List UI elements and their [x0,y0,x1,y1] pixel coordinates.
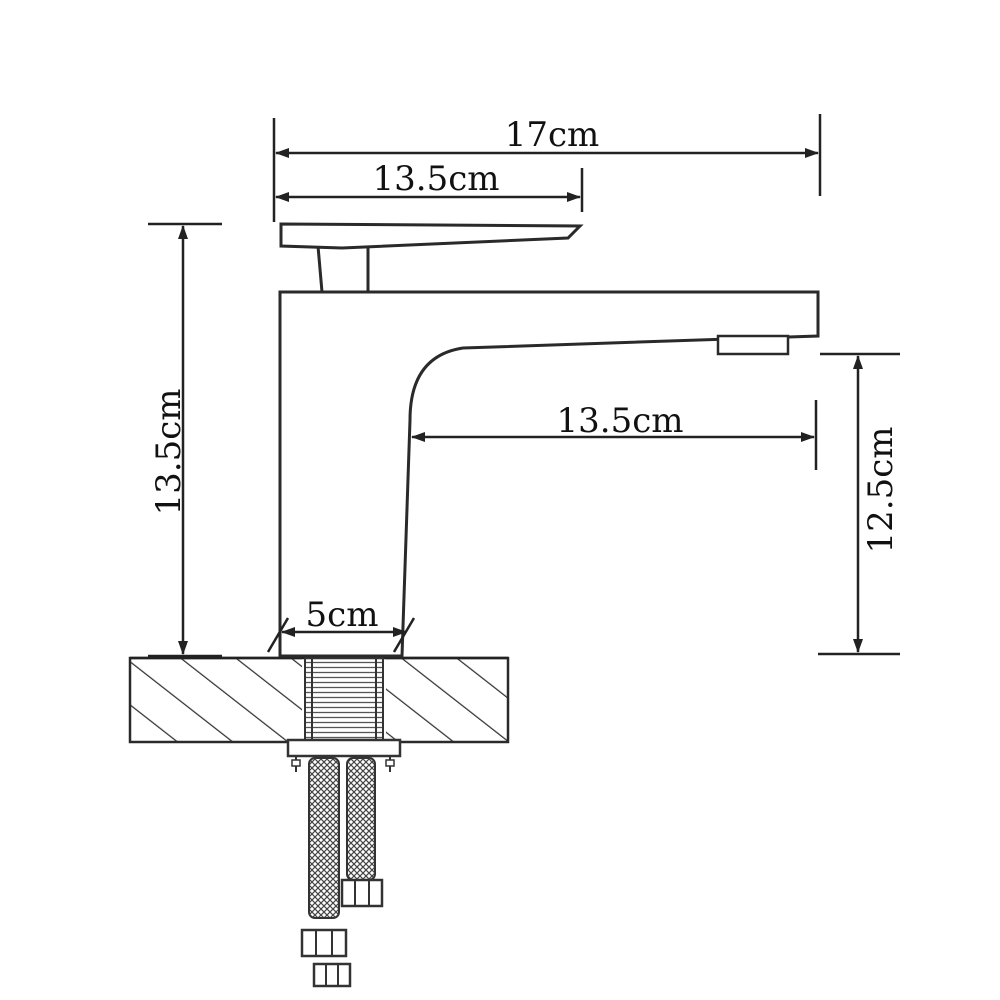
label-total-height: 13.5cm [149,389,189,516]
dimension-lines [148,114,900,658]
handle-lever [279,222,584,250]
aerator [716,334,790,356]
faucet-body [278,290,820,658]
label-total-width: 17cm [505,115,600,155]
hose-right-fitting [340,878,384,908]
hose-right [346,757,376,881]
mounting-nut [286,738,402,772]
mounting-plate [286,738,402,758]
ext-line-base-left [266,617,290,653]
faucet [278,222,820,658]
hose-left [308,757,340,919]
threaded-shank [304,657,384,741]
dimension-labels: 17cm 13.5cm 13.5cm 5cm 13.5cm 12.5cm [149,115,901,635]
hose-left-fitting [300,928,348,958]
hose-left-end-nut [312,962,352,988]
label-spout-height: 12.5cm [861,427,901,554]
label-base-width: 5cm [306,595,379,635]
supply-hoses [300,757,384,988]
bolt-nut-right [385,759,395,767]
bolt-nut-left [291,759,301,767]
shank-body [304,657,384,741]
label-handle-length: 13.5cm [373,159,500,199]
handle-stem [316,244,370,294]
label-spout-reach: 13.5cm [557,401,684,441]
